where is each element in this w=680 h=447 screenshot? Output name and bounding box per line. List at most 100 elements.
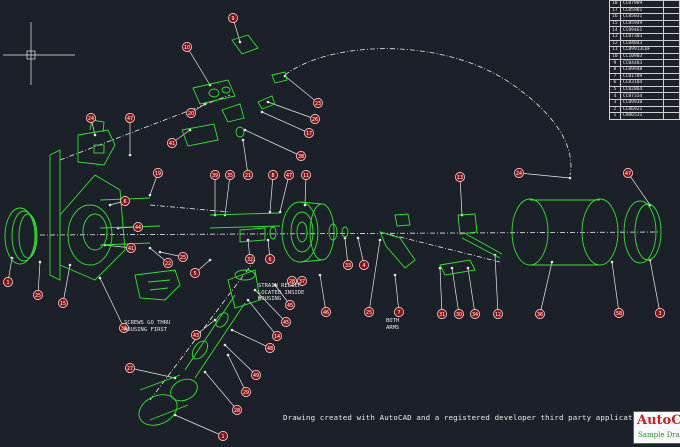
callout-number: 7: [397, 310, 400, 316]
bom-cell: 2: [609, 105, 621, 114]
bom-cell: CC10903: [619, 52, 665, 61]
leader-c12: [494, 254, 499, 315]
leader-c7: [394, 274, 400, 313]
bom-cell: 9: [609, 59, 621, 67]
callout-bubble: [33, 290, 43, 300]
callout-bubble: [437, 309, 447, 319]
callout-number: 36: [537, 312, 543, 318]
callout-bubble: [190, 268, 200, 278]
callout-c23: 23: [313, 98, 323, 108]
leader-c8: [269, 174, 274, 213]
leader-dot-c34: [466, 266, 470, 270]
callout-bubble: [251, 370, 261, 380]
leader-dot-c41a: [188, 128, 192, 132]
callout-bubble: [133, 222, 143, 232]
callout-c7: 7: [394, 307, 404, 317]
bom-cell: [663, 92, 680, 100]
note-screws: SCREWS GO THRU HOUSING FIRST: [124, 320, 171, 333]
part-shaft: [209, 212, 281, 243]
leader-dot-c43: [213, 318, 217, 322]
callout-number: 31: [121, 326, 127, 332]
callout-number: 1: [6, 280, 9, 286]
leader-c24b: [518, 172, 571, 179]
callout-number: 27: [127, 366, 133, 372]
callout-c13: 13: [455, 172, 465, 182]
callout-number: 6: [268, 257, 271, 263]
leader-dot-c7: [393, 273, 397, 277]
axis-line-5: [379, 231, 501, 263]
callout-number: 48: [267, 346, 273, 352]
callout-c49: 49: [251, 370, 261, 380]
callout-number: 15: [60, 301, 66, 307]
part-left-housing: [49, 149, 161, 281]
leader-dot-c8: [268, 210, 272, 214]
leader-dot-c25a: [158, 250, 162, 254]
note-both-arms: BOTH ARMS: [386, 318, 400, 331]
bom-cell: [663, 52, 680, 61]
callout-number: 8: [271, 173, 274, 179]
leader-c13: [459, 176, 463, 216]
leader-c49: [224, 344, 257, 376]
callout-c26: 26: [310, 114, 320, 124]
callout-c6b: 6: [265, 254, 275, 264]
leader-dot-c21: [241, 138, 245, 142]
callout-bubble: [119, 323, 129, 333]
callout-c4: 4: [359, 260, 369, 270]
callout-c41b: 41: [126, 243, 136, 253]
callout-number: 29: [243, 390, 249, 396]
bom-cell: [663, 79, 680, 87]
callout-number: 25: [35, 293, 41, 299]
axis-line-1: [284, 48, 572, 176]
leader-dot-c9: [238, 40, 242, 44]
bom-cell: 16: [609, 13, 621, 21]
callout-bubble: [297, 276, 307, 286]
bom-cell: CC85031: [619, 13, 665, 21]
callout-bubble: [153, 168, 163, 178]
bom-cell: 14: [609, 26, 621, 34]
callout-bubble: [58, 298, 68, 308]
callout-c12: 12: [493, 309, 503, 319]
callout-c5: 5: [190, 268, 200, 278]
callout-c33: 33: [343, 260, 353, 270]
callout-c30: 30: [454, 309, 464, 319]
bom-cell: CH86531: [619, 112, 665, 120]
callout-c46: 46: [321, 307, 331, 317]
part-top-bracket: [181, 34, 288, 147]
leader-c23: [284, 75, 319, 104]
leader-c3: [649, 259, 661, 314]
leader-c48: [231, 329, 271, 349]
callout-number: 45: [283, 320, 289, 326]
leader-c35: [224, 174, 231, 216]
callout-bubble: [281, 317, 291, 327]
callout-bubble: [241, 387, 251, 397]
bom-cell: 12: [609, 39, 621, 48]
callout-c45a: 45: [285, 300, 295, 310]
callout-bubble: [304, 128, 314, 138]
callout-bubble: [126, 243, 136, 253]
bom-cell: CC87303: [619, 32, 665, 41]
callout-number: 10: [184, 45, 190, 51]
callout-number: 11: [303, 173, 309, 179]
bom-cell: [663, 105, 680, 114]
leader-c14: [247, 299, 278, 337]
leader-dot-c31a: [98, 276, 102, 280]
callout-number: 49: [253, 373, 259, 379]
bom-cell: CC82864: [619, 85, 665, 94]
part-left-ring: [4, 207, 38, 265]
callout-number: 23: [315, 101, 321, 107]
callout-bubble: [125, 113, 135, 123]
leader-dot-c29: [226, 353, 230, 357]
callout-number: 28: [234, 408, 240, 414]
callout-number: 21: [245, 173, 251, 179]
bom-cell: CC86921: [619, 105, 665, 114]
callout-c41a: 41: [167, 138, 177, 148]
callout-c24b: 24: [514, 168, 524, 178]
leader-dot-c28b: [203, 370, 207, 374]
part-arms: [379, 213, 503, 276]
callout-number: 28: [289, 279, 295, 285]
axis-line-3: [149, 204, 231, 213]
